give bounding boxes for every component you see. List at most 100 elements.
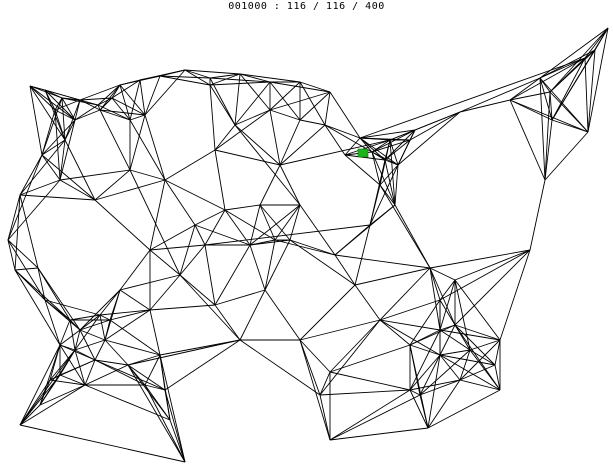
- mesh-edge: [119, 249, 151, 291]
- mesh-edge: [144, 354, 161, 386]
- mesh-edge: [19, 384, 86, 426]
- mesh-edge: [159, 339, 241, 356]
- mesh-edge: [19, 404, 41, 426]
- mesh-edge: [41, 97, 63, 156]
- mesh-edge: [279, 124, 326, 166]
- mesh-edge: [239, 339, 321, 396]
- mesh-edge: [129, 169, 181, 276]
- mesh-edge: [409, 111, 461, 141]
- mesh-edge: [144, 75, 161, 116]
- mesh-edge: [209, 73, 241, 86]
- mesh-edge: [61, 97, 76, 121]
- mesh-edge: [354, 224, 371, 286]
- mesh-edge: [214, 149, 226, 211]
- mesh-edge: [74, 349, 86, 386]
- selected-node-marker[interactable]: [357, 148, 369, 158]
- mesh-edge: [289, 239, 336, 256]
- mesh-edge: [269, 81, 301, 111]
- mesh-edge: [79, 84, 121, 101]
- mesh-edge: [39, 384, 86, 406]
- mesh-edge: [299, 319, 381, 341]
- mesh-edge: [184, 69, 211, 79]
- mesh-edge: [269, 109, 301, 121]
- mesh-edge: [74, 314, 101, 351]
- mesh-edge: [439, 299, 456, 326]
- mesh-edge: [539, 77, 546, 181]
- mesh-edge: [459, 349, 471, 381]
- mesh-edge: [109, 309, 151, 321]
- mesh-edge: [194, 209, 226, 226]
- mesh-edge: [84, 359, 96, 386]
- mesh-edge: [99, 314, 106, 341]
- mesh-edge: [419, 379, 461, 396]
- mesh-edge: [74, 339, 106, 351]
- mesh-edge: [94, 169, 131, 201]
- mesh-edge: [299, 119, 326, 126]
- mesh-edge: [289, 239, 356, 286]
- mesh-edge: [54, 99, 81, 111]
- mesh-edge: [149, 224, 196, 251]
- mesh-edge: [379, 299, 441, 321]
- mesh-edge: [379, 164, 399, 186]
- mesh-edge: [494, 364, 501, 391]
- mesh-edge: [379, 267, 431, 321]
- mesh-edge: [84, 384, 171, 421]
- mesh-edge: [334, 254, 431, 269]
- mesh-edge: [209, 84, 216, 151]
- mesh-edge: [159, 75, 211, 86]
- mesh-edge: [439, 349, 471, 356]
- mesh-edge: [269, 91, 331, 111]
- mesh-edge: [94, 339, 106, 361]
- mesh-edge: [149, 274, 181, 311]
- mesh-edge: [259, 204, 291, 241]
- mesh-edge: [19, 194, 39, 269]
- mesh-edge: [149, 179, 166, 251]
- mesh-edge: [551, 57, 586, 121]
- mesh-edge: [371, 151, 381, 186]
- mesh-edge: [79, 99, 101, 111]
- mesh-edge: [379, 319, 441, 331]
- mesh-edge: [409, 389, 421, 396]
- mesh-edge: [264, 289, 301, 341]
- mesh-edge: [94, 179, 166, 201]
- mesh-edge: [299, 91, 331, 121]
- mesh-edge: [54, 109, 76, 121]
- mesh-edge: [324, 124, 346, 156]
- mesh-edge: [214, 109, 271, 151]
- mesh-edge: [204, 224, 371, 246]
- mesh-edge: [397, 111, 461, 166]
- mesh-edge: [234, 124, 301, 206]
- mesh-edge: [234, 73, 241, 126]
- mesh-edge: [111, 97, 131, 121]
- mesh-edge: [319, 389, 411, 396]
- mesh-edge: [79, 329, 96, 361]
- mesh-edge: [539, 77, 553, 121]
- mesh-edge: [127, 354, 161, 366]
- mesh-edge: [429, 267, 441, 331]
- mesh-edge: [409, 299, 441, 346]
- mesh-edge: [371, 139, 411, 153]
- mesh-edge: [69, 314, 101, 321]
- mesh-edge: [389, 111, 461, 141]
- mesh-edge: [164, 339, 241, 391]
- mesh-edge: [111, 97, 146, 116]
- mesh-edge: [7, 179, 61, 241]
- mesh-edge: [109, 319, 161, 356]
- mesh-edge: [64, 139, 96, 201]
- mesh-edge: [329, 371, 411, 391]
- mesh-edge: [359, 57, 586, 139]
- mesh-edge: [384, 129, 416, 161]
- mesh-edge: [279, 139, 391, 166]
- mesh-edge: [584, 27, 609, 59]
- mesh-edge: [459, 77, 541, 113]
- mesh-edge: [409, 354, 441, 391]
- mesh-edge: [439, 329, 501, 341]
- mesh-edge: [194, 224, 251, 246]
- mesh-edge: [419, 354, 441, 396]
- mesh-edge: [204, 244, 216, 306]
- mesh-edge: [54, 109, 66, 141]
- mesh-edge: [459, 99, 511, 113]
- mesh-edge: [164, 389, 186, 463]
- mesh-edge: [14, 269, 61, 346]
- mesh-edge: [279, 119, 301, 166]
